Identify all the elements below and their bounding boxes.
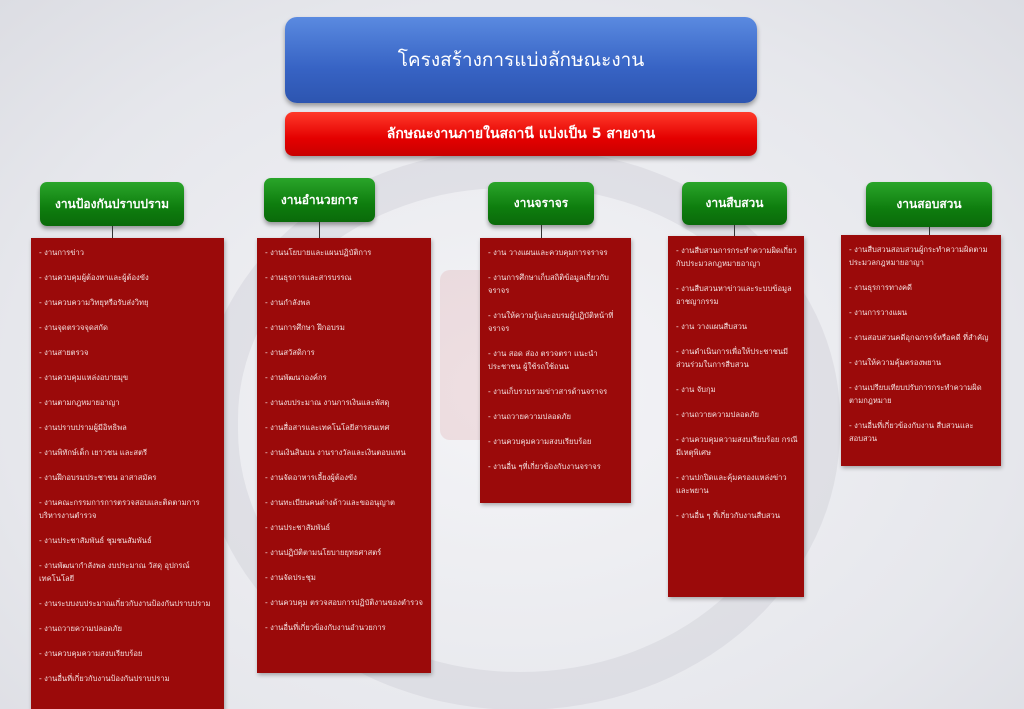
list-item: - งานการศึกษา ฝึกอบรม <box>265 323 345 332</box>
list-item: - งานสืบสวนการกระทำความผิดเกี่ยวกับประมว… <box>676 246 797 268</box>
list-item: - งานพัฒนาองค์กร <box>265 373 327 382</box>
list-item: - งานจัดอาหารเลี้ยงผู้ต้องขัง <box>265 473 357 482</box>
list-item: - งานควบคุมผู้ต้องหาและผู้ต้องขัง <box>39 273 149 282</box>
list-inquiry: - งานสืบสวนสอบสวนผู้กระทำความผิดตามประมว… <box>841 235 1001 466</box>
subtitle-banner: ลักษณะงานภายในสถานี แบ่งเป็น 5 สายงาน <box>285 112 757 156</box>
list-item: - งานพัฒนากำลังพล งบประมาณ วัสดุ อุปกรณ์… <box>39 561 190 583</box>
list-investigation: - งานสืบสวนการกระทำความผิดเกี่ยวกับประมว… <box>668 236 804 597</box>
list-item: - งานกำลังพล <box>265 298 311 307</box>
list-item: - งานธุรการและสารบรรณ <box>265 273 352 282</box>
header-traffic: งานจราจร <box>488 182 594 225</box>
list-item: - งานควบความวิทยุหรือรับส่งวิทยุ <box>39 298 149 307</box>
list-item: - งานถวายความปลอดภัย <box>676 410 759 419</box>
list-item: - งานพิทักษ์เด็ก เยาวชน และสตรี <box>39 448 148 457</box>
list-item: - งานถวายความปลอดภัย <box>39 624 122 633</box>
list-prevention: - งานการข่าว - งานควบคุมผู้ต้องหาและผู้ต้… <box>31 238 224 709</box>
list-item: - งานสืบสวนสอบสวนผู้กระทำความผิดตามประมว… <box>849 245 988 267</box>
connector-line <box>541 225 542 238</box>
list-item: - งานเก็บรวบรวมข่าวสารด้านจราจร <box>488 387 608 396</box>
list-item: - งานทะเบียนคนต่างด้าวและขออนุญาต <box>265 498 395 507</box>
list-item: - งานปราบปรามผู้มีอิทธิพล <box>39 423 127 432</box>
list-item: - งานเปรียบเทียบปรับการกระทำความผิดตามกฎ… <box>849 383 982 405</box>
list-item: - งานอื่นที่เกี่ยวกับงานป้องกันปราบปราม <box>39 674 170 683</box>
list-item: - งานอื่นที่เกี่ยวข้องกับงาน สืบสวนและสอ… <box>849 421 974 443</box>
list-item: - งาน สอด ส่อง ตรวจตรา แนะนำ ประชาชน ผู้… <box>488 349 598 371</box>
list-item: - งานปกปิดและคุ้มครองแหล่งข่าวและพยาน <box>676 473 787 495</box>
header-investigation: งานสืบสวน <box>682 182 787 225</box>
list-item: - งานการข่าว <box>39 248 84 257</box>
list-item: - งานธุรการทางคดี <box>849 283 912 292</box>
list-item: - งานสวัสดิการ <box>265 348 315 357</box>
list-item: - งานคณะกรรมการการตรวจสอบและติดตามการบริ… <box>39 498 200 520</box>
list-item: - งานให้ความคุ้มครองพยาน <box>849 358 942 367</box>
list-item: - งานควบคุมความสงบเรียบร้อย <box>39 649 143 658</box>
list-item: - งานอื่น ๆที่เกี่ยวข้องกับงานจราจร <box>488 462 601 471</box>
list-item: - งานสอบสวนคดีอุกฉกรรจ์หรือคดี ที่สำคัญ <box>849 333 989 342</box>
list-item: - งานควบคุมแหล่งอบายมุข <box>39 373 129 382</box>
list-item: - งานเงินสินบน งานรางวัลและเงินตอบแทน <box>265 448 406 457</box>
list-item: - งานการวางแผน <box>849 308 908 317</box>
list-item: - งานอื่น ๆ ที่เกี่ยวกับงานสืบสวน <box>676 511 781 520</box>
list-item: - งานการศึกษาเก็บสถิติข้อมูลเกี่ยวกับจรา… <box>488 273 609 295</box>
list-item: - งาน วางแผนสืบสวน <box>676 322 748 331</box>
connector-line <box>929 227 930 235</box>
list-item: - งานสื่อสารและเทคโนโลยีสารสนเทศ <box>265 423 390 432</box>
header-prevention: งานป้องกันปราบปราม <box>40 182 184 226</box>
connector-line <box>112 226 113 238</box>
list-administration: - งานนโยบายและแผนปฏิบัติการ - งานธุรการแล… <box>257 238 431 673</box>
list-item: - งานควบคุมความสงบเรียบร้อย <box>488 437 592 446</box>
list-traffic: - งาน วางแผนและควบคุมการจราจร - งานการศึก… <box>480 238 631 503</box>
page-title: โครงสร้างการแบ่งลักษณะงาน <box>285 17 757 103</box>
list-item: - งาน จับกุม <box>676 385 716 394</box>
list-item: - งานนโยบายและแผนปฏิบัติการ <box>265 248 372 257</box>
list-item: - งานถวายความปลอดภัย <box>488 412 571 421</box>
connector-line <box>734 225 735 236</box>
list-item: - งานควบคุม ตรวจสอบการปฏิบัติงานของตำรวจ <box>265 598 423 607</box>
list-item: - งานงบประมาณ งานการเงินและพัสดุ <box>265 398 390 407</box>
list-item: - งานระบบงบประมาณเกี่ยวกับงานป้องกันปราบ… <box>39 599 211 608</box>
list-item: - งานดำเนินการเพื่อให้ประชาชนมีส่วนร่วมใ… <box>676 347 789 369</box>
list-item: - งานสายตรวจ <box>39 348 89 357</box>
list-item: - งานให้ความรู้และอบรมผู้ปฏิบัติหน้าที่จ… <box>488 311 614 333</box>
list-item: - งานปฏิบัติตามนโยบายยุทธศาสตร์ <box>265 548 382 557</box>
list-item: - งานจัดประชุม <box>265 573 316 582</box>
header-administration: งานอำนวยการ <box>264 178 375 222</box>
list-item: - งานฝึกอบรมประชาชน อาสาสมัคร <box>39 473 157 482</box>
list-item: - งานตามกฎหมายอาญา <box>39 398 120 407</box>
list-item: - งานควบคุมความสงบเรียบร้อย กรณีมีเหตุพิ… <box>676 435 798 457</box>
list-item: - งานประชาสัมพันธ์ ชุมชนสัมพันธ์ <box>39 536 152 545</box>
list-item: - งานอื่นที่เกี่ยวข้องกับงานอำนวยการ <box>265 623 386 632</box>
list-item: - งานสืบสวนหาข่าวและระบบข้อมูลอาชญากรรม <box>676 284 792 306</box>
list-item: - งาน วางแผนและควบคุมการจราจร <box>488 248 608 257</box>
list-item: - งานจุดตรวจจุดสกัด <box>39 323 108 332</box>
list-item: - งานประชาสัมพันธ์ <box>265 523 331 532</box>
connector-line <box>319 222 320 238</box>
header-inquiry: งานสอบสวน <box>866 182 992 227</box>
